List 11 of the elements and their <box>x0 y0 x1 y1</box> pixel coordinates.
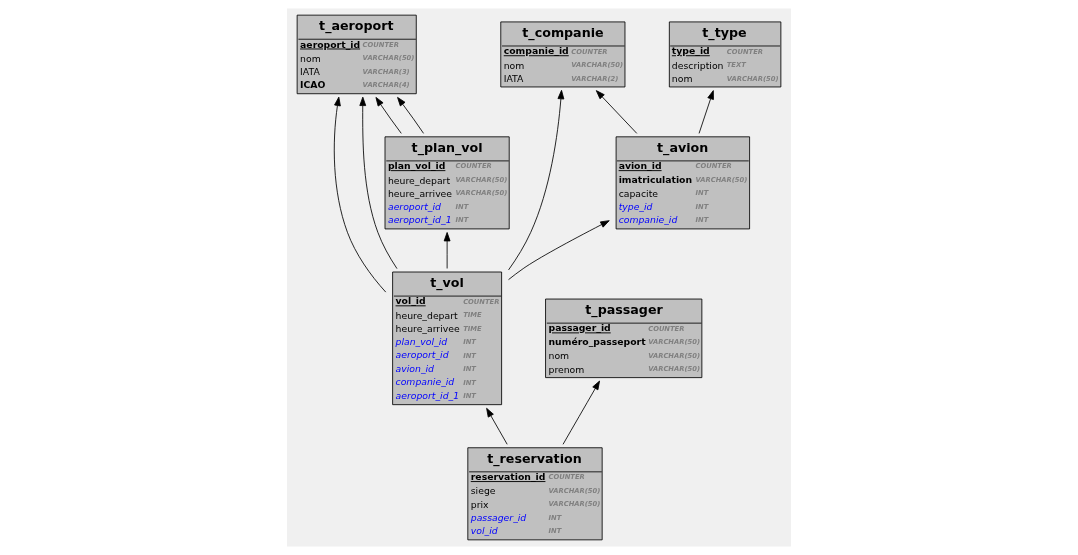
arrow <box>375 96 402 134</box>
arrow <box>486 407 508 445</box>
arrow <box>562 380 600 445</box>
arrow <box>333 96 387 293</box>
arrow <box>397 96 424 134</box>
arrow <box>359 96 398 270</box>
arrow <box>698 90 714 134</box>
arrow <box>508 89 565 271</box>
arrow <box>443 232 451 269</box>
arrow <box>508 220 610 281</box>
arrow <box>595 90 638 134</box>
